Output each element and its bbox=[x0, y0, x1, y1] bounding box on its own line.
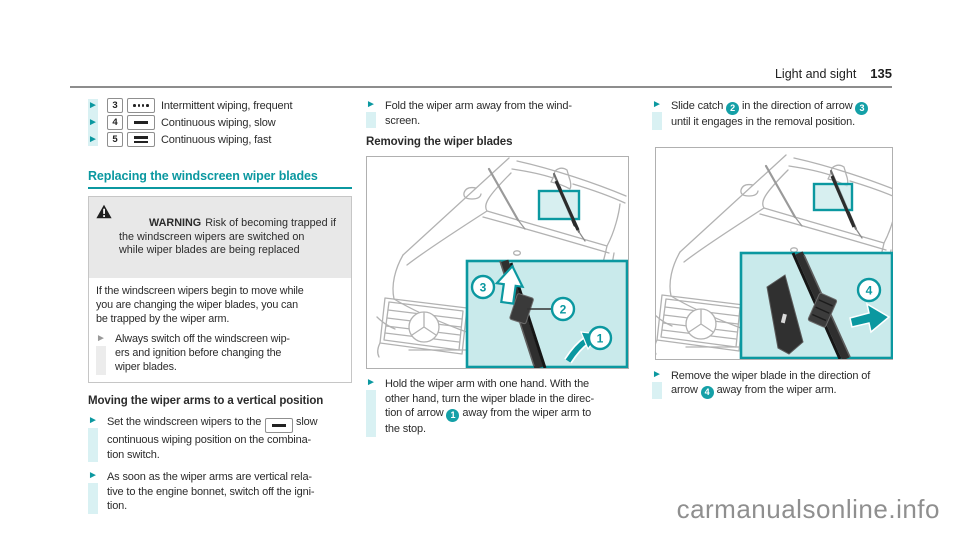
step-bullet: ► bbox=[652, 99, 662, 130]
bullet-arrow-icon: ► bbox=[652, 368, 662, 380]
bullet-strip bbox=[88, 99, 98, 146]
mode-row-intermittent: ► 3 Intermittent wiping, frequent bbox=[88, 97, 352, 114]
callout-3-badge: 3 bbox=[855, 102, 869, 115]
section-heading-replacing: Replacing the windscreen wiper blades bbox=[88, 169, 352, 189]
step-slide-catch: ► Slide catch 2 in the direction of arro… bbox=[652, 99, 893, 130]
key-3-box: 3 bbox=[107, 98, 123, 113]
callout-2-badge: 2 bbox=[726, 102, 740, 115]
page-header: Light and sight 135 bbox=[70, 66, 892, 81]
warning-triangle-icon bbox=[96, 204, 112, 219]
slow-wipe-icon bbox=[127, 115, 155, 130]
windscreen-highlight-rect bbox=[537, 189, 581, 221]
inset-detail-panel: 4 bbox=[739, 250, 894, 361]
bullet-arrow-icon: ► bbox=[88, 117, 98, 128]
callout-3-number: 3 bbox=[480, 281, 487, 295]
intermittent-wipe-icon bbox=[127, 98, 155, 113]
warning-instruction-text: Always switch off the windscreen wip- er… bbox=[115, 333, 290, 373]
step-bullet: ► bbox=[96, 333, 106, 375]
warning-instruction-step: ► Always switch off the windscreen wip- … bbox=[96, 333, 344, 375]
mode-label: Continuous wiping, fast bbox=[161, 133, 272, 146]
figure-remove-blade: 4 bbox=[652, 146, 905, 366]
callout-4-number: 4 bbox=[866, 283, 873, 297]
mode-row-fast: ► 5 Continuous wiping, fast bbox=[88, 131, 352, 148]
callout-4-badge: 4 bbox=[700, 386, 714, 400]
step-bullet: ► bbox=[88, 470, 98, 514]
arrow-right-icon bbox=[849, 302, 891, 333]
inset-detail-panel: 3 2 1 bbox=[465, 259, 629, 370]
step-bullet: ► bbox=[366, 377, 376, 437]
key-4-box: 4 bbox=[107, 115, 123, 130]
mode-label: Intermittent wiping, frequent bbox=[161, 99, 293, 112]
bullet-arrow-icon: ► bbox=[88, 470, 98, 482]
bullet-arrow-icon: ► bbox=[652, 99, 662, 110]
mode-row-slow: ► 4 Continuous wiping, slow bbox=[88, 114, 352, 131]
bullet-arrow-icon: ► bbox=[96, 333, 106, 345]
left-column: ► 3 Intermittent wiping, frequent ► 4 Co… bbox=[88, 97, 352, 514]
wiper-mode-list: ► 3 Intermittent wiping, frequent ► 4 Co… bbox=[88, 97, 352, 148]
callout-1-number: 1 bbox=[597, 332, 604, 346]
step-switch-off-ignition: ► As soon as the wiper arms are vertical… bbox=[88, 470, 352, 514]
middle-column: ► Fold the wiper arm away from the wind-… bbox=[366, 97, 629, 437]
bullet-arrow-icon: ► bbox=[366, 99, 376, 110]
page-number: 135 bbox=[870, 66, 892, 81]
bullet-arrow-icon: ► bbox=[366, 377, 376, 389]
warning-body: If the windscreen wipers begin to move w… bbox=[96, 284, 304, 325]
step-bullet: ► bbox=[366, 99, 376, 129]
step-hold-arm: ► Hold the wiper arm with one hand. With… bbox=[366, 377, 629, 437]
step-remove-blade: ► Remove the wiper blade in the directio… bbox=[652, 369, 893, 400]
callout-4-circle bbox=[856, 277, 882, 302]
callout-2-number: 2 bbox=[560, 303, 567, 317]
key-5-box: 5 bbox=[107, 132, 123, 147]
header-section-title: Light and sight bbox=[774, 67, 857, 81]
bullet-arrow-icon: ► bbox=[88, 414, 98, 426]
step-text: Remove the wiper blade in the direction … bbox=[671, 369, 871, 400]
bullet-arrow-icon: ► bbox=[88, 134, 98, 145]
figure-removing-blade: 3 2 1 bbox=[366, 156, 629, 370]
car-wiper-diagram: 3 2 1 bbox=[375, 156, 629, 370]
step-text: Slide catch 2 in the direction of arrow … bbox=[671, 99, 869, 130]
right-column: ► Slide catch 2 in the direction of arro… bbox=[652, 97, 905, 400]
sub-heading-moving: Moving the wiper arms to a vertical posi… bbox=[88, 394, 324, 407]
callout-1-circle bbox=[587, 325, 613, 351]
car-wiper-diagram: 4 bbox=[652, 152, 905, 366]
slow-wipe-icon bbox=[265, 417, 294, 433]
bullet-arrow-icon: ► bbox=[88, 100, 98, 111]
step-text: Hold the wiper arm with one hand. With t… bbox=[385, 378, 594, 436]
warning-label: WARNING bbox=[149, 216, 202, 229]
header-rule bbox=[70, 86, 892, 88]
fast-wipe-icon bbox=[127, 132, 155, 147]
step-text: As soon as the wiper arms are vertical r… bbox=[107, 471, 315, 513]
step-text: Fold the wiper arm away from the wind- s… bbox=[385, 100, 572, 127]
step-bullet: ► bbox=[652, 369, 662, 400]
watermark: carmanualsonline.info bbox=[676, 494, 940, 524]
step-fold-arm: ► Fold the wiper arm away from the wind-… bbox=[366, 99, 629, 129]
sub-heading-removing: Removing the wiper blades bbox=[366, 136, 513, 149]
arrow-up-icon bbox=[494, 264, 525, 306]
callout-1-badge: 1 bbox=[446, 409, 460, 423]
callout-2-circle bbox=[550, 296, 576, 322]
step-bullet: ► bbox=[88, 414, 98, 463]
step-text: Set the windscreen wipers to the slow co… bbox=[107, 415, 318, 461]
mode-label: Continuous wiping, slow bbox=[161, 116, 276, 129]
callout-3-circle bbox=[470, 274, 496, 300]
step-set-wipers: ► Set the windscreen wipers to the slow … bbox=[88, 414, 352, 463]
